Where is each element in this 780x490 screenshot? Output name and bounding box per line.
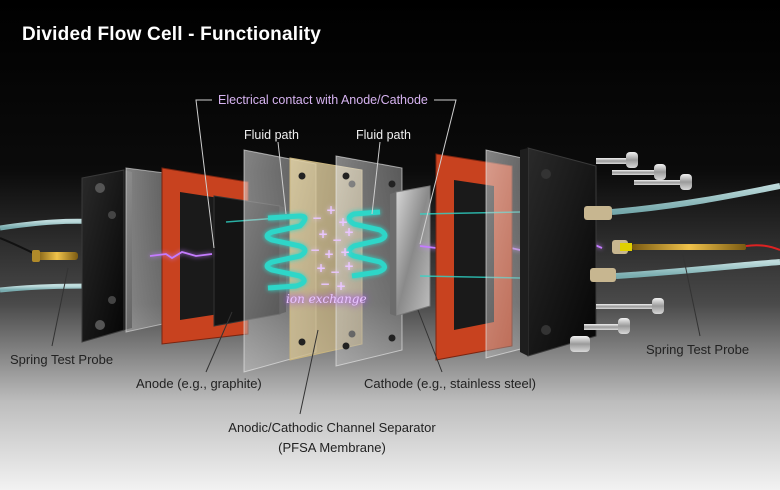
page-title: Divided Flow Cell - Functionality [22, 24, 322, 45]
anode-label: Anode (e.g., graphite) [136, 376, 262, 391]
svg-text:−: − [312, 211, 322, 225]
screw-icon [570, 152, 692, 352]
svg-text:+: + [316, 261, 326, 275]
fluid-path-cathodic [346, 209, 388, 279]
spring-probe-left-label: Spring Test Probe [10, 352, 114, 367]
right-spring-probe [612, 240, 780, 254]
cathode-steel [390, 185, 431, 317]
svg-text:+: + [326, 203, 336, 217]
svg-text:+: + [344, 225, 354, 239]
left-end-plate [81, 169, 132, 343]
svg-text:−: − [310, 243, 320, 257]
svg-text:+: + [338, 215, 348, 229]
right-tubing [611, 183, 780, 279]
svg-text:+: + [340, 245, 350, 259]
separator-label-line1: Anodic/Cathodic Channel Separator [228, 420, 436, 435]
separator-label-line2: (PFSA Membrane) [278, 440, 386, 455]
fluid-path-left-label: Fluid path [244, 128, 299, 142]
right-end-plate [520, 147, 597, 357]
fluid-path-anodic [264, 213, 308, 291]
ion-exchange-label: ion exchange [286, 292, 367, 306]
ion-exchange-symbols: −++ +−+ −++ +−+ −+ [310, 203, 354, 293]
spring-probe-icon [32, 250, 78, 262]
electrical-contact-label: Electrical contact with Anode/Cathode [218, 93, 428, 107]
fitting-icon [584, 206, 616, 282]
svg-text:+: + [336, 279, 346, 293]
svg-text:−: − [330, 265, 340, 279]
svg-text:−: − [320, 277, 330, 291]
leader-lines [51, 99, 701, 415]
svg-text:+: + [318, 227, 328, 241]
cathode-label: Cathode (e.g., stainless steel) [364, 376, 536, 391]
svg-text:+: + [344, 259, 354, 273]
svg-text:+: + [324, 247, 334, 261]
svg-text:−: − [332, 233, 342, 247]
fluid-path-right-label: Fluid path [356, 128, 411, 142]
spring-probe-right-label: Spring Test Probe [646, 342, 750, 357]
